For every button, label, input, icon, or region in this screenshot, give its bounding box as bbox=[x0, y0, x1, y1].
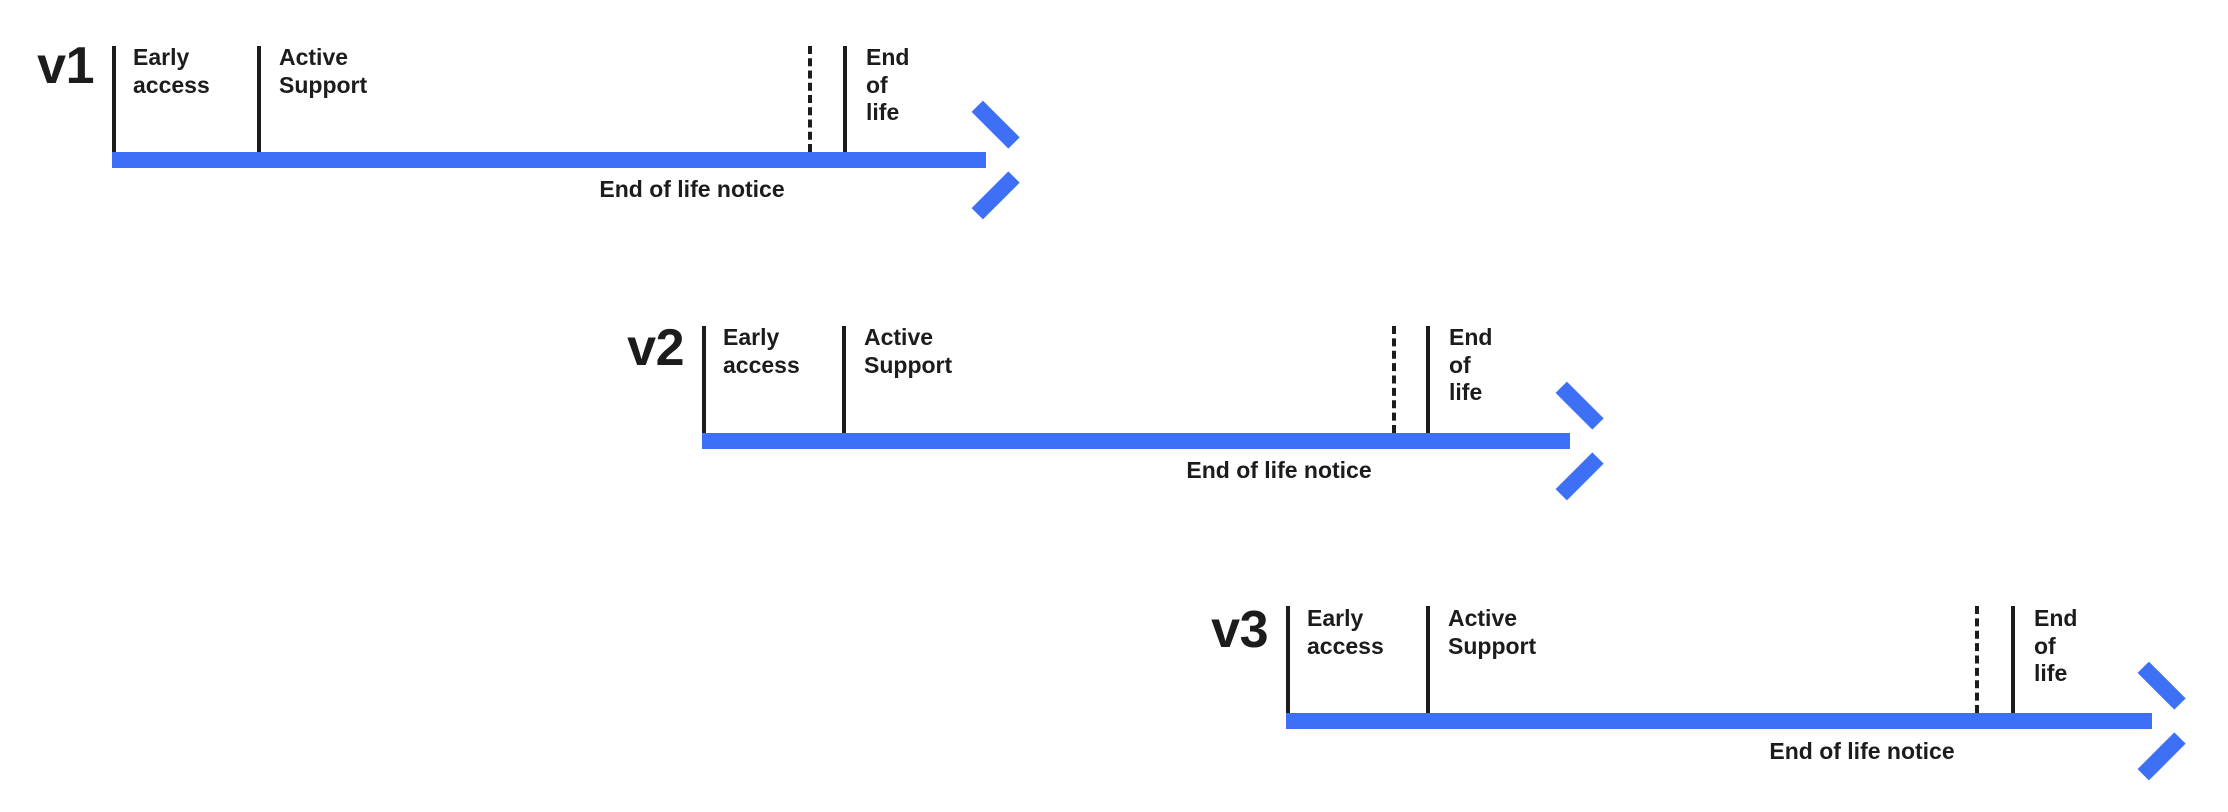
timeline-bar-v2 bbox=[702, 433, 1570, 449]
phase-divider-tick-v3-2 bbox=[1426, 606, 1430, 713]
phase-label-v2-2: Active Support bbox=[864, 324, 953, 378]
end-of-life-notice-marker-v2 bbox=[1392, 326, 1396, 433]
phase-label-v1-3: End of life bbox=[866, 44, 910, 126]
phase-label-v1-2: Active Support bbox=[279, 44, 368, 98]
end-of-life-notice-label-v1: End of life notice bbox=[599, 176, 785, 202]
phase-label-v1-1: Early access bbox=[133, 44, 210, 98]
timeline-bar-v1 bbox=[112, 152, 986, 168]
end-of-life-notice-label-v3: End of life notice bbox=[1769, 738, 1955, 764]
phase-label-v3-2: Active Support bbox=[1448, 605, 1537, 659]
phase-divider-tick-v1-3 bbox=[843, 46, 847, 152]
phase-divider-tick-v3-1 bbox=[1286, 606, 1290, 713]
end-of-life-notice-label-v2: End of life notice bbox=[1186, 457, 1372, 483]
end-of-life-notice-marker-v3 bbox=[1975, 606, 1979, 713]
end-of-life-notice-marker-v1 bbox=[808, 46, 812, 152]
version-label-v3: v3 bbox=[1211, 601, 1268, 659]
version-label-v2: v2 bbox=[627, 319, 684, 377]
phase-divider-tick-v3-3 bbox=[2011, 606, 2015, 713]
timeline-arrow-icon-v2 bbox=[1546, 414, 1600, 468]
phase-divider-tick-v2-1 bbox=[702, 326, 706, 433]
timeline-arrow-icon-v1 bbox=[962, 133, 1016, 187]
timeline-arrow-icon-v3 bbox=[2128, 694, 2182, 748]
phase-divider-tick-v1-1 bbox=[112, 46, 116, 152]
timeline-bar-v3 bbox=[1286, 713, 2152, 729]
phase-divider-tick-v2-3 bbox=[1426, 326, 1430, 433]
phase-label-v2-3: End of life bbox=[1449, 324, 1493, 406]
phase-divider-tick-v1-2 bbox=[257, 46, 261, 152]
phase-label-v3-3: End of life bbox=[2034, 605, 2078, 687]
version-label-v1: v1 bbox=[37, 37, 94, 95]
phase-divider-tick-v2-2 bbox=[842, 326, 846, 433]
phase-label-v2-1: Early access bbox=[723, 324, 800, 378]
phase-label-v3-1: Early access bbox=[1307, 605, 1384, 659]
